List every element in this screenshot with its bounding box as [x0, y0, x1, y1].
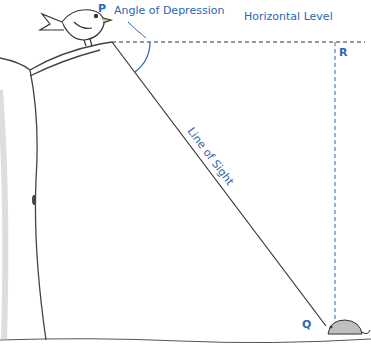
point-label: P [98, 2, 106, 15]
vertical-line [335, 42, 336, 322]
bird [40, 10, 111, 46]
tree-knot [32, 195, 36, 205]
angle-leader [128, 22, 146, 38]
point-label: Q [302, 318, 311, 331]
point-label: R [339, 46, 347, 59]
horizontal-label: Horizontal Level [244, 10, 333, 23]
line-of-sight [112, 42, 326, 326]
tree-trunk [0, 58, 46, 340]
trunk-shade [0, 90, 5, 340]
line-of-sight-label: Line of Sight [184, 125, 236, 188]
angle-arc [135, 42, 150, 72]
tree-branch [30, 42, 112, 76]
rat [328, 320, 370, 334]
ground-line [0, 339, 371, 343]
angle-label: Angle of Depression [114, 4, 224, 17]
